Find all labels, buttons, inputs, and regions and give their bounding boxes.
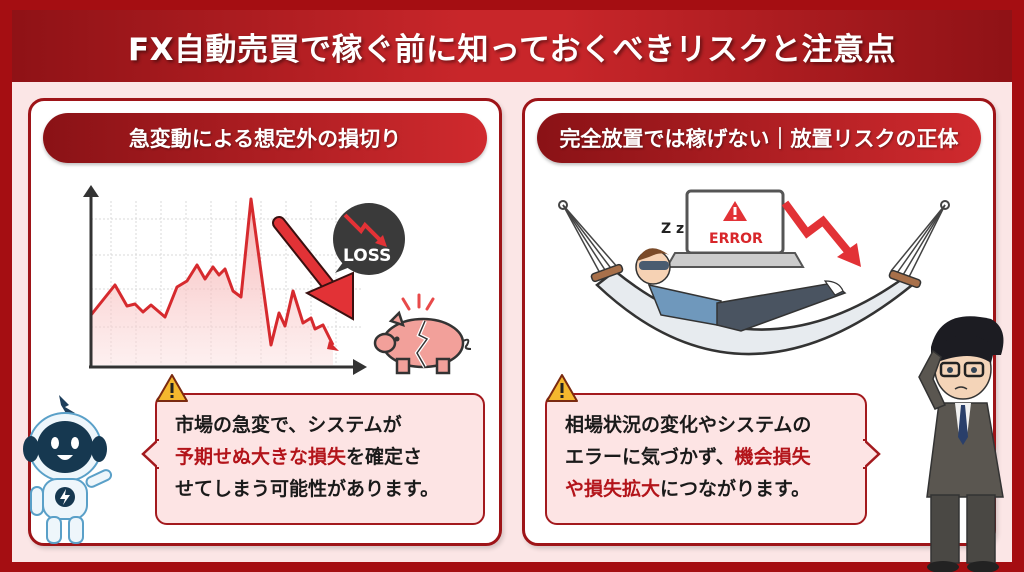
callout-line-2: エラーに気づかず、機会損失 xyxy=(565,446,811,468)
callout-line-3: や損失拡大につながります。 xyxy=(565,478,811,500)
laptop-error-label: ERROR xyxy=(709,231,763,247)
loss-label: LOSS xyxy=(343,246,392,266)
panel-heading: 完全放置では稼げない｜放置リスクの正体 xyxy=(559,127,959,151)
worried-businessman-icon xyxy=(918,316,1004,572)
callout-line-1: 相場状況の変化やシステムの xyxy=(565,414,812,436)
callout-tail xyxy=(141,439,159,469)
broken-piggy-bank-icon xyxy=(373,293,472,375)
hammock-scene-icon xyxy=(558,189,950,356)
robot-mascot-icon xyxy=(23,395,113,544)
speech-bubble-icon xyxy=(333,203,405,275)
falling-chart-icon xyxy=(83,185,367,375)
callout-line-2: 予期せぬ大きな損失を確定さ xyxy=(175,446,423,468)
warning-icon xyxy=(156,374,188,402)
panel-heading-pill: 急変動による想定外の損切り xyxy=(43,113,487,163)
page-frame: FX自動売買で稼ぐ前に知っておくべきリスクと注意点 急変動による想定外の損切り xyxy=(12,10,1012,572)
panel-sudden-volatility: 急変動による想定外の損切り xyxy=(23,98,502,546)
callout-line-3: せてしまう可能性があります。 xyxy=(175,478,440,500)
callout-tail xyxy=(863,439,881,469)
panel-neglect-risk: 完全放置では稼げない｜放置リスクの正体 xyxy=(522,98,1004,572)
loss-badge: LOSS xyxy=(329,201,407,279)
page-title: FX自動売買で稼ぐ前に知っておくべきリスクと注意点 xyxy=(127,31,897,68)
panel-heading-pill: 完全放置では稼げない｜放置リスクの正体 xyxy=(537,113,981,163)
callout-line-1: 市場の急変で、システムが xyxy=(175,414,402,436)
highlight-text: 予期せぬ大きな損失 xyxy=(175,446,347,468)
highlight-text: 機会損失 xyxy=(734,446,811,468)
sleep-zzz-label: Z z xyxy=(661,221,685,237)
risk-callout: 市場の急変で、システムが 予期せぬ大きな損失を確定さ せてしまう可能性があります… xyxy=(141,374,485,525)
title-banner: FX自動売買で稼ぐ前に知っておくべきリスクと注意点 xyxy=(12,10,1012,82)
highlight-text: や損失拡大 xyxy=(565,478,661,500)
warning-icon xyxy=(546,374,578,402)
risk-callout: 相場状況の変化やシステムの エラーに気づかず、機会損失 や損失拡大につながります… xyxy=(545,374,881,525)
panel-heading: 急変動による想定外の損切り xyxy=(128,127,402,151)
